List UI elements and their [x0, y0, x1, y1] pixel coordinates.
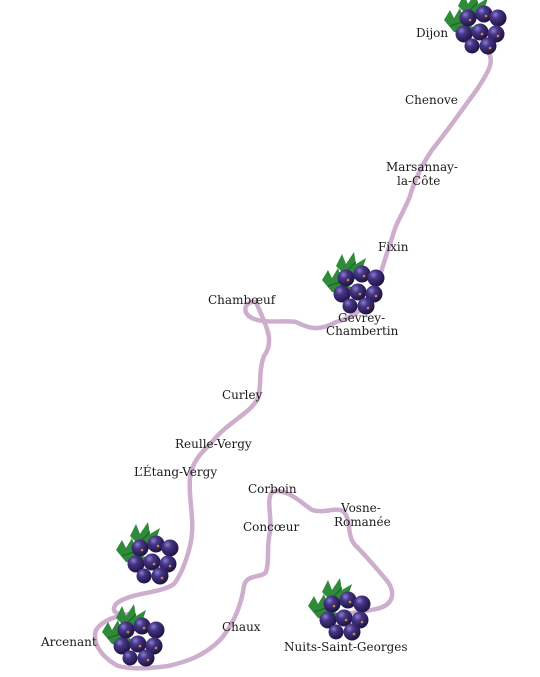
town-label-vosne: Romanée — [334, 515, 391, 529]
town-label-chamboeuf: Chambœuf — [208, 293, 277, 307]
town-label-arcenant: Arcenant — [40, 635, 97, 649]
town-label-gevrey: Chambertin — [326, 324, 399, 338]
town-label-chenove: Chenove — [405, 93, 458, 107]
town-label-gevrey: Gevrey- — [338, 311, 385, 325]
town-label-nuits: Nuits-Saint-Georges — [284, 640, 408, 654]
town-label-marsannay: Marsannay- — [386, 160, 458, 174]
town-label-etang-vergy: L’Étang-Vergy — [134, 464, 217, 479]
town-label-fixin: Fixin — [378, 240, 409, 254]
town-label-dijon: Dijon — [416, 26, 448, 40]
blackcurrant-cluster-icon — [101, 603, 165, 667]
town-label-curley: Curley — [222, 388, 263, 402]
town-label-marsannay: la-Côte — [397, 174, 440, 188]
blackcurrant-cluster-icon — [443, 0, 507, 55]
town-label-reulle-vergy: Reulle-Vergy — [175, 437, 252, 451]
blackcurrant-cluster-icon — [115, 521, 179, 585]
town-label-chaux: Chaux — [222, 620, 261, 634]
blackcurrant-cluster-icon — [307, 577, 371, 641]
town-label-vosne: Vosne- — [340, 501, 381, 515]
town-label-corboin: Corboin — [248, 482, 297, 496]
town-label-concoeur: Concœur — [243, 520, 299, 534]
blackcurrant-cluster-icon — [321, 251, 385, 315]
